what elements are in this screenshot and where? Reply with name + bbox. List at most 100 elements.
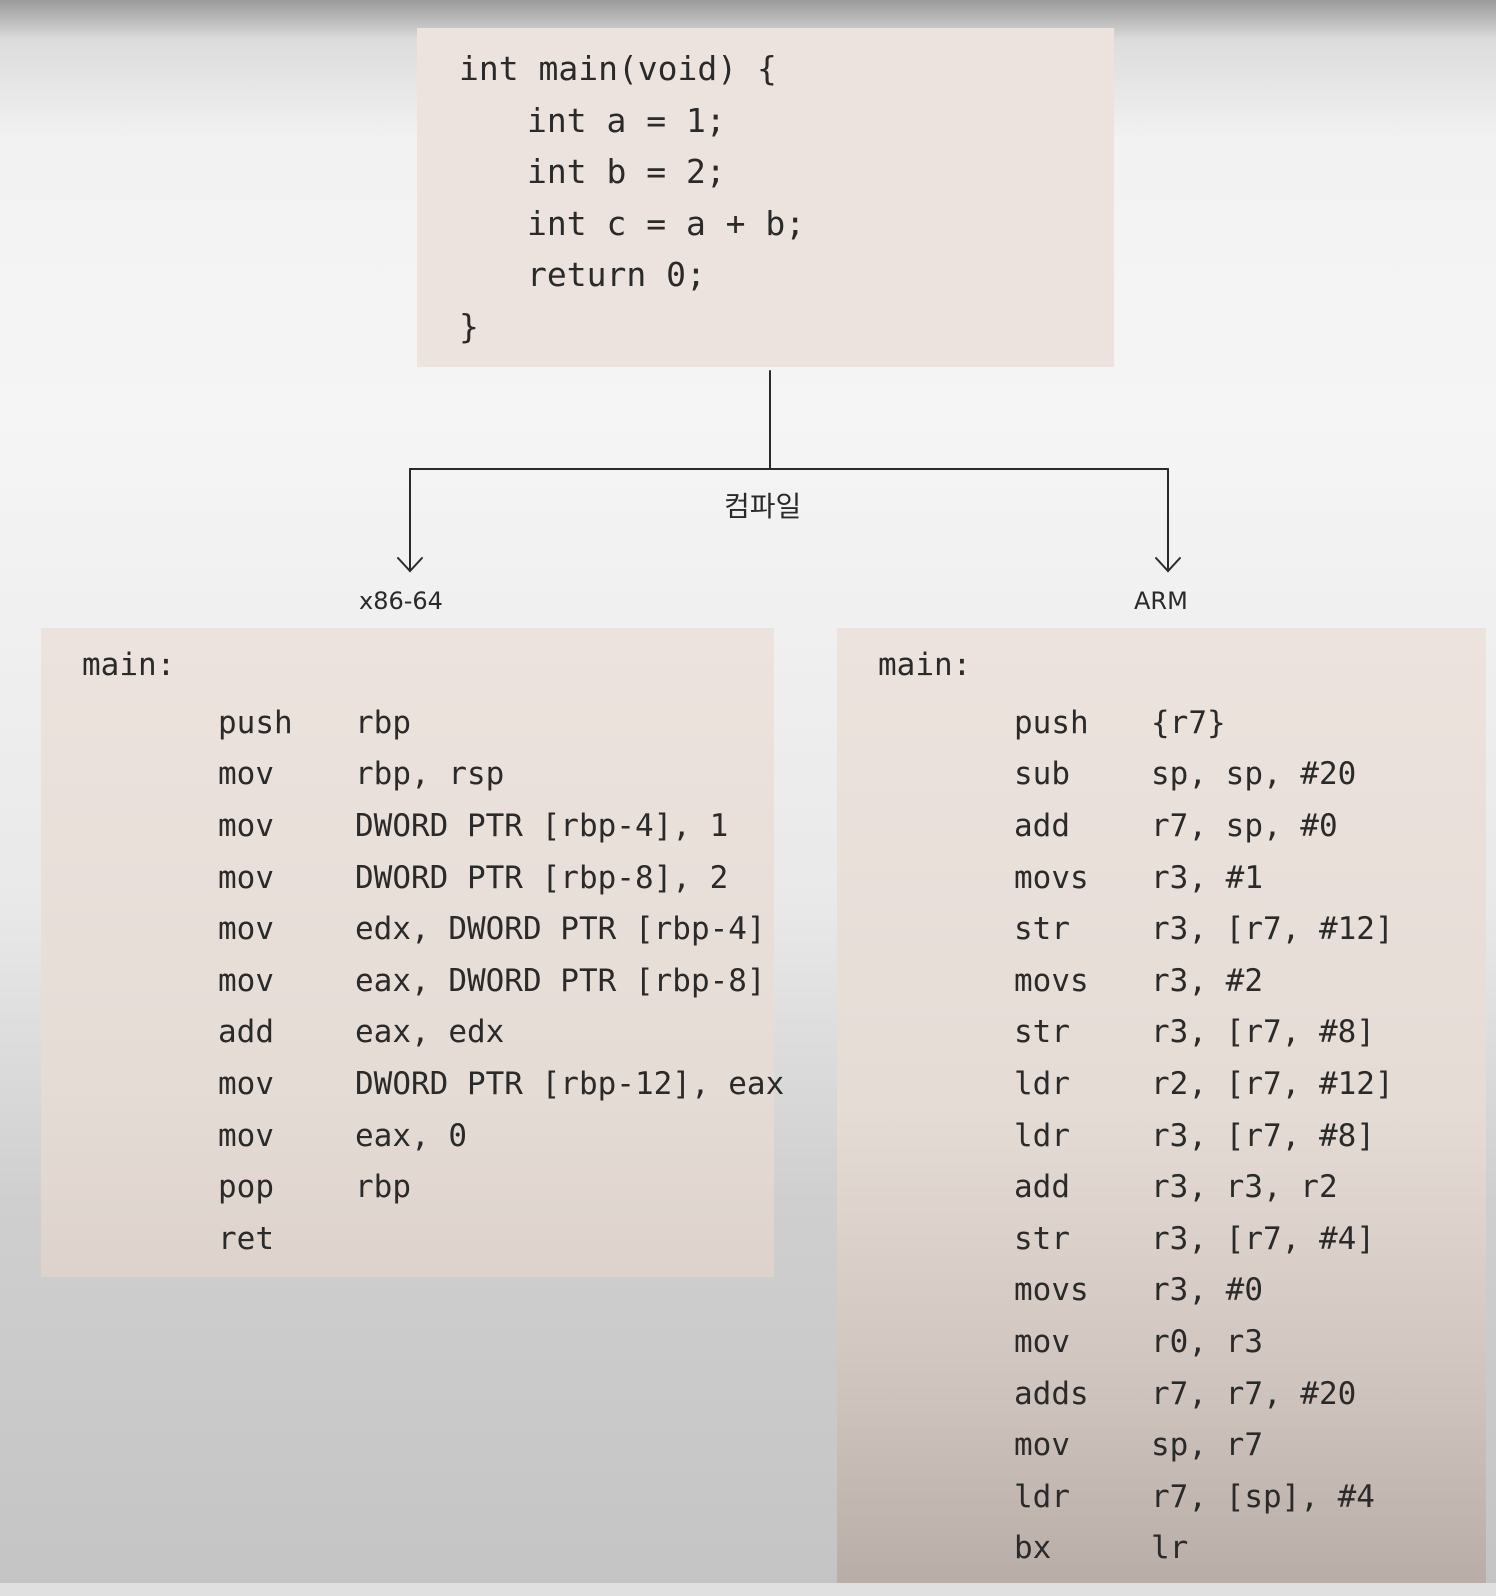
opcode: mov bbox=[218, 756, 274, 793]
source-line: int c = a + b; bbox=[527, 203, 806, 243]
operands: r3, [r7, #8] bbox=[1151, 1117, 1375, 1154]
opcode: mov bbox=[218, 1117, 274, 1154]
operands: eax, DWORD PTR [rbp-8] bbox=[355, 962, 766, 999]
arm-instruction-row: add r3, r3, r2 bbox=[1014, 1161, 1394, 1213]
arm-instruction-row: movs r3, #2 bbox=[1014, 955, 1394, 1007]
operands: r3, r3, r2 bbox=[1151, 1169, 1338, 1206]
arm-instruction-row: str r3, [r7, #4] bbox=[1014, 1213, 1394, 1265]
opcode: add bbox=[1014, 807, 1070, 844]
compile-label: 컴파일 bbox=[724, 490, 802, 523]
source-line: int b = 2; bbox=[527, 152, 726, 191]
x86-64-label: x86-64 bbox=[359, 587, 443, 615]
arm-main-label: main: bbox=[878, 647, 972, 683]
opcode: sub bbox=[1014, 756, 1070, 793]
arm-instruction-row: str r3, [r7, #8] bbox=[1014, 1007, 1394, 1059]
operands: lr bbox=[1151, 1530, 1189, 1567]
arm-assembly-box bbox=[837, 628, 1486, 1583]
right-arrow-head bbox=[1155, 557, 1181, 573]
source-line: int a = 1; bbox=[527, 100, 726, 140]
operands: edx, DWORD PTR [rbp-4] bbox=[355, 911, 766, 948]
operands: r3, [r7, #8] bbox=[1151, 1014, 1375, 1051]
arm-instruction-row: push {r7} bbox=[1014, 697, 1394, 749]
arm-label: ARM bbox=[1134, 587, 1188, 615]
opcode: str bbox=[1014, 911, 1070, 948]
operands: r0, r3 bbox=[1151, 1323, 1263, 1360]
opcode: pop bbox=[218, 1169, 274, 1206]
opcode: str bbox=[1014, 1220, 1070, 1257]
arm-instruction-row: movs r3, #0 bbox=[1014, 1265, 1394, 1317]
operands: r2, [r7, #12] bbox=[1151, 1065, 1394, 1102]
arm-instruction-row: mov r0, r3 bbox=[1014, 1316, 1394, 1368]
x86-instruction-row: add eax, edx bbox=[218, 1007, 784, 1059]
operands: r7, r7, #20 bbox=[1151, 1375, 1357, 1412]
operands: r7, [sp], #4 bbox=[1151, 1478, 1375, 1515]
operands: r3, #1 bbox=[1151, 859, 1263, 896]
arm-instruction-row: ldr r3, [r7, #8] bbox=[1014, 1110, 1394, 1162]
x86-instruction-row: mov rbp, rsp bbox=[218, 749, 784, 801]
opcode: adds bbox=[1014, 1375, 1089, 1412]
opcode: ret bbox=[218, 1220, 274, 1257]
x86-main-label: main: bbox=[82, 647, 176, 683]
source-line: int main(void) { bbox=[459, 49, 777, 88]
opcode: ldr bbox=[1014, 1117, 1070, 1154]
opcode: mov bbox=[1014, 1427, 1070, 1464]
x86-instruction-row: push rbp bbox=[218, 697, 784, 749]
source-code-box bbox=[417, 28, 1114, 367]
opcode: str bbox=[1014, 1014, 1070, 1051]
x86-instruction-row: mov DWORD PTR [rbp-8], 2 bbox=[218, 852, 784, 904]
operands: eax, 0 bbox=[355, 1117, 467, 1154]
x86-instruction-row: ret bbox=[218, 1213, 784, 1265]
arm-instruction-row: adds r7, r7, #20 bbox=[1014, 1368, 1394, 1420]
operands: sp, r7 bbox=[1151, 1427, 1263, 1464]
operands: DWORD PTR [rbp-8], 2 bbox=[355, 859, 729, 896]
arm-instruction-row: sub sp, sp, #20 bbox=[1014, 749, 1394, 801]
operands: eax, edx bbox=[355, 1014, 505, 1051]
operands: r7, sp, #0 bbox=[1151, 807, 1338, 844]
operands: {r7} bbox=[1151, 704, 1226, 741]
arm-instruction-row: ldr r7, [sp], #4 bbox=[1014, 1471, 1394, 1523]
arm-instruction-row: str r3, [r7, #12] bbox=[1014, 903, 1394, 955]
operands: DWORD PTR [rbp-12], eax bbox=[355, 1065, 785, 1102]
arm-instruction-row: movs r3, #1 bbox=[1014, 852, 1394, 904]
source-line: } bbox=[459, 306, 479, 346]
left-arrow-head bbox=[397, 557, 423, 573]
x86-instruction-row: pop rbp bbox=[218, 1161, 784, 1213]
opcode: mov bbox=[218, 859, 274, 896]
arm-instruction-row: add r7, sp, #0 bbox=[1014, 800, 1394, 852]
opcode: add bbox=[218, 1014, 274, 1051]
operands: r3, [r7, #4] bbox=[1151, 1220, 1375, 1257]
opcode: ldr bbox=[1014, 1478, 1070, 1515]
operands: r3, [r7, #12] bbox=[1151, 911, 1394, 948]
opcode: movs bbox=[1014, 859, 1089, 896]
arm-instructions: push {r7} sub sp, sp, #20 add r7, sp, #0 movs r… bbox=[1014, 697, 1394, 1574]
source-code: int main(void) { int a = 1; int b = 2; int … bbox=[459, 43, 805, 352]
arm-instruction-row: bx lr bbox=[1014, 1523, 1394, 1575]
x86-instruction-row: mov DWORD PTR [rbp-12], eax bbox=[218, 1058, 784, 1110]
operands: r3, #0 bbox=[1151, 1272, 1263, 1309]
opcode: push bbox=[218, 704, 293, 741]
operands: sp, sp, #20 bbox=[1151, 756, 1357, 793]
x86-instruction-row: mov DWORD PTR [rbp-4], 1 bbox=[218, 800, 784, 852]
bottom-edge bbox=[0, 1583, 1496, 1596]
operands: r3, #2 bbox=[1151, 962, 1263, 999]
operands: DWORD PTR [rbp-4], 1 bbox=[355, 807, 729, 844]
opcode: bx bbox=[1014, 1530, 1052, 1567]
opcode: add bbox=[1014, 1169, 1070, 1206]
opcode: movs bbox=[1014, 962, 1089, 999]
operands: rbp, rsp bbox=[355, 756, 505, 793]
opcode: movs bbox=[1014, 1272, 1089, 1309]
x86-instruction-row: mov eax, 0 bbox=[218, 1110, 784, 1162]
opcode: mov bbox=[218, 807, 274, 844]
operands: rbp bbox=[355, 1169, 411, 1206]
compile-connector bbox=[397, 370, 1181, 573]
operands: rbp bbox=[355, 704, 411, 741]
opcode: mov bbox=[218, 962, 274, 999]
opcode: mov bbox=[218, 1065, 274, 1102]
opcode: push bbox=[1014, 704, 1089, 741]
arm-instruction-row: mov sp, r7 bbox=[1014, 1419, 1394, 1471]
source-line: return 0; bbox=[527, 255, 706, 294]
opcode: mov bbox=[1014, 1323, 1070, 1360]
